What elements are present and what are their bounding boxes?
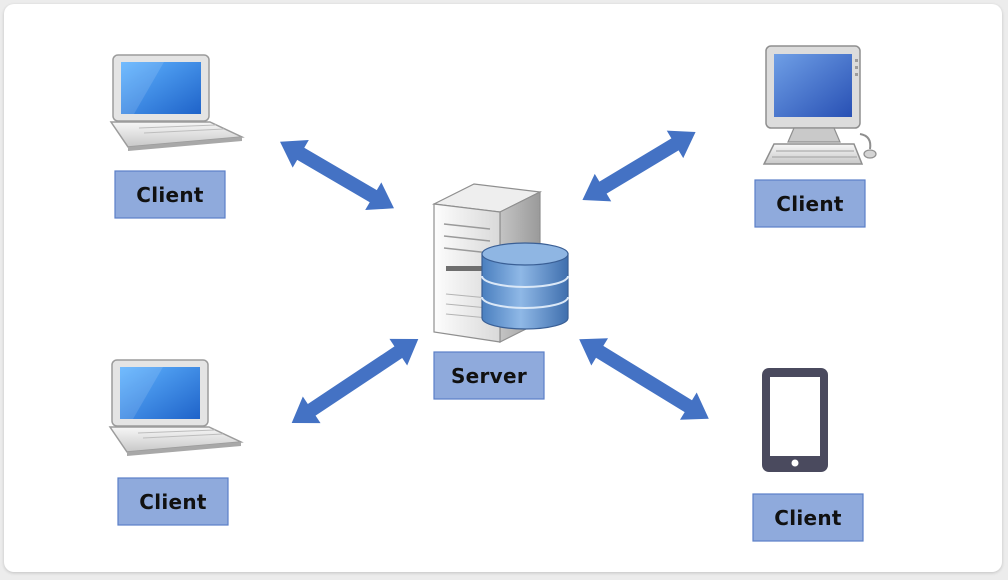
client-node-bottom-right: Client xyxy=(752,368,864,542)
client-label-box xyxy=(117,477,229,526)
client-server-diagram: Client Client xyxy=(108,45,877,542)
client-node-bottom-left: Client xyxy=(108,359,244,526)
client-label-box xyxy=(114,170,226,219)
client-node-top-left: Client xyxy=(109,54,245,219)
diagram-canvas: Client Client xyxy=(4,4,1002,572)
server-node: Server xyxy=(431,183,569,400)
client-label: Client xyxy=(774,506,842,530)
arrow-server-bottom-right xyxy=(579,338,709,420)
client-label-box xyxy=(754,179,866,228)
connection-arrows xyxy=(280,130,709,424)
mobile-phone-icon xyxy=(762,368,828,472)
client-label-box xyxy=(752,493,864,542)
client-node-top-right: Client xyxy=(754,45,877,228)
client-label: Client xyxy=(776,192,844,216)
laptop-icon xyxy=(108,359,244,456)
client-label: Client xyxy=(136,183,204,207)
server-label: Server xyxy=(451,364,527,388)
arrow-server-top-left xyxy=(280,139,394,211)
server-label-box xyxy=(433,351,545,400)
desktop-computer-icon xyxy=(762,45,877,165)
laptop-icon xyxy=(109,54,245,151)
arrow-server-bottom-left xyxy=(291,338,419,424)
arrow-server-top-right xyxy=(582,130,696,202)
client-label: Client xyxy=(139,490,207,514)
database-icon xyxy=(481,242,569,330)
